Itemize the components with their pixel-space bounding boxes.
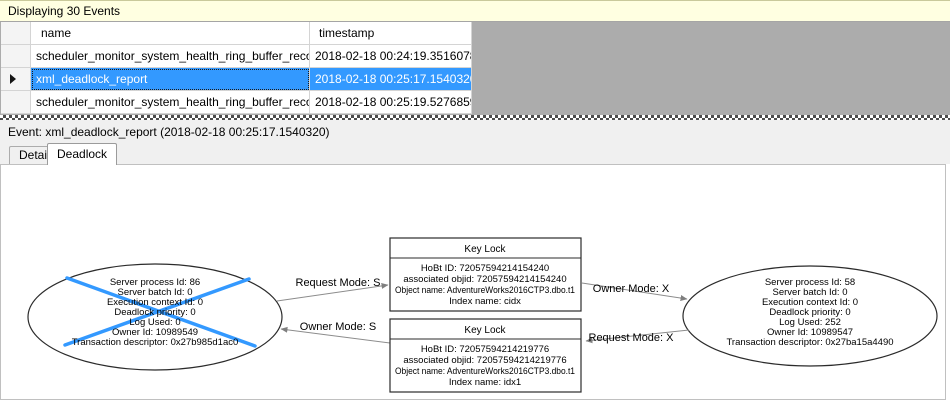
resource-attr: Index name: cidx [449,296,521,307]
edge-owner-x [581,282,688,301]
process-attr: Execution context Id: 0 [762,297,858,308]
resource-attr: Object name: AdventureWorks2016CTP3.dbo.… [395,285,575,296]
table-row-selected[interactable]: xml_deadlock_report 2018-02-18 00:25:17.… [1,68,472,91]
edge-label: Request Mode: S [296,277,381,289]
edge-label: Request Mode: X [589,332,675,344]
process-node[interactable]: Server process Id: 58 Server batch Id: 0… [682,265,938,367]
resource-attr: HoBt ID: 72057594214219776 [421,344,549,355]
victim-cross-line-icon [63,277,251,347]
splitter-torn-edge[interactable] [0,115,950,120]
edge-request-s [276,282,389,302]
cell-name[interactable]: scheduler_monitor_system_health_ring_buf… [31,45,310,68]
grid-corner-cell[interactable] [1,22,31,45]
current-row-arrow-icon [10,74,16,84]
deadlock-graph-panel: Server process Id: 86 Server batch Id: 0… [0,164,946,400]
row-header-cell[interactable] [1,45,31,68]
resource-node-key-lock-top[interactable]: Key Lock HoBt ID: 72057594214154240 asso… [389,237,582,312]
edge-request-x [585,329,690,344]
table-row[interactable]: scheduler_monitor_system_health_ring_buf… [1,45,472,68]
cell-name[interactable]: scheduler_monitor_system_health_ring_buf… [31,91,310,114]
deadlock-graph: Server process Id: 86 Server batch Id: 0… [27,237,938,393]
process-attr: Owner Id: 10989549 [112,327,198,338]
process-attr: Transaction descriptor: 0x27b985d1ac0 [72,337,239,348]
process-attr: Deadlock priority: 0 [769,307,850,318]
resource-attr: associated objid: 72057594214219776 [403,355,566,366]
event-caption-label: Event: xml_deadlock_report (2018-02-18 0… [8,125,330,139]
process-attr: Deadlock priority: 0 [114,307,195,318]
cell-name[interactable]: xml_deadlock_report [31,68,310,91]
resource-node-key-lock-bottom[interactable]: Key Lock HoBt ID: 72057594214219776 asso… [389,318,582,393]
resource-attr: Index name: idx1 [449,377,521,388]
events-count-bar: Displaying 30 Events [0,0,950,22]
table-row[interactable]: scheduler_monitor_system_health_ring_buf… [1,91,472,114]
column-header-timestamp[interactable]: timestamp [310,22,472,45]
resource-attr: HoBt ID: 72057594214154240 [421,263,549,274]
cell-timestamp[interactable]: 2018-02-18 00:25:17.1540320 [310,68,472,91]
process-attr: Log Used: 252 [779,317,841,328]
column-header-name[interactable]: name [31,22,310,45]
tab-deadlock[interactable]: Deadlock [47,143,118,165]
process-attr: Log Used: 0 [129,317,180,328]
tab-strip: Details Deadlock [0,143,950,165]
resource-attr: Object name: AdventureWorks2016CTP3.dbo.… [395,366,575,377]
process-attr: Server batch Id: 0 [118,287,193,298]
resource-title: Key Lock [464,244,506,255]
process-attr: Owner Id: 10989547 [767,327,853,338]
process-attr: Execution context Id: 0 [107,297,203,308]
edge-owner-s [280,326,391,344]
process-attr: Server process Id: 86 [110,277,200,288]
edge-label: Owner Mode: S [300,321,376,333]
cell-timestamp[interactable]: 2018-02-18 00:24:19.3516078 [310,45,472,68]
graph-edges: Request Mode: S Owner Mode: X Owner Mode… [276,277,690,344]
row-header-cell[interactable] [1,91,31,114]
process-attr: Server process Id: 58 [765,277,855,288]
row-header-cell[interactable] [1,68,31,91]
cell-timestamp[interactable]: 2018-02-18 00:25:19.5276859 [310,91,472,114]
edge-label: Owner Mode: X [593,283,670,295]
resource-title: Key Lock [464,325,506,336]
event-caption-bar: Event: xml_deadlock_report (2018-02-18 0… [0,120,950,144]
grid-header-row: name timestamp [1,22,472,45]
events-grid: name timestamp scheduler_monitor_system_… [1,22,472,114]
events-grid-region: name timestamp scheduler_monitor_system_… [0,22,950,115]
resource-attr: associated objid: 72057594214154240 [403,274,566,285]
process-attr: Transaction descriptor: 0x27ba15a4490 [726,337,893,348]
process-node-victim[interactable]: Server process Id: 86 Server batch Id: 0… [27,263,283,371]
events-count-label: Displaying 30 Events [8,4,121,18]
process-attr: Server batch Id: 0 [773,287,848,298]
